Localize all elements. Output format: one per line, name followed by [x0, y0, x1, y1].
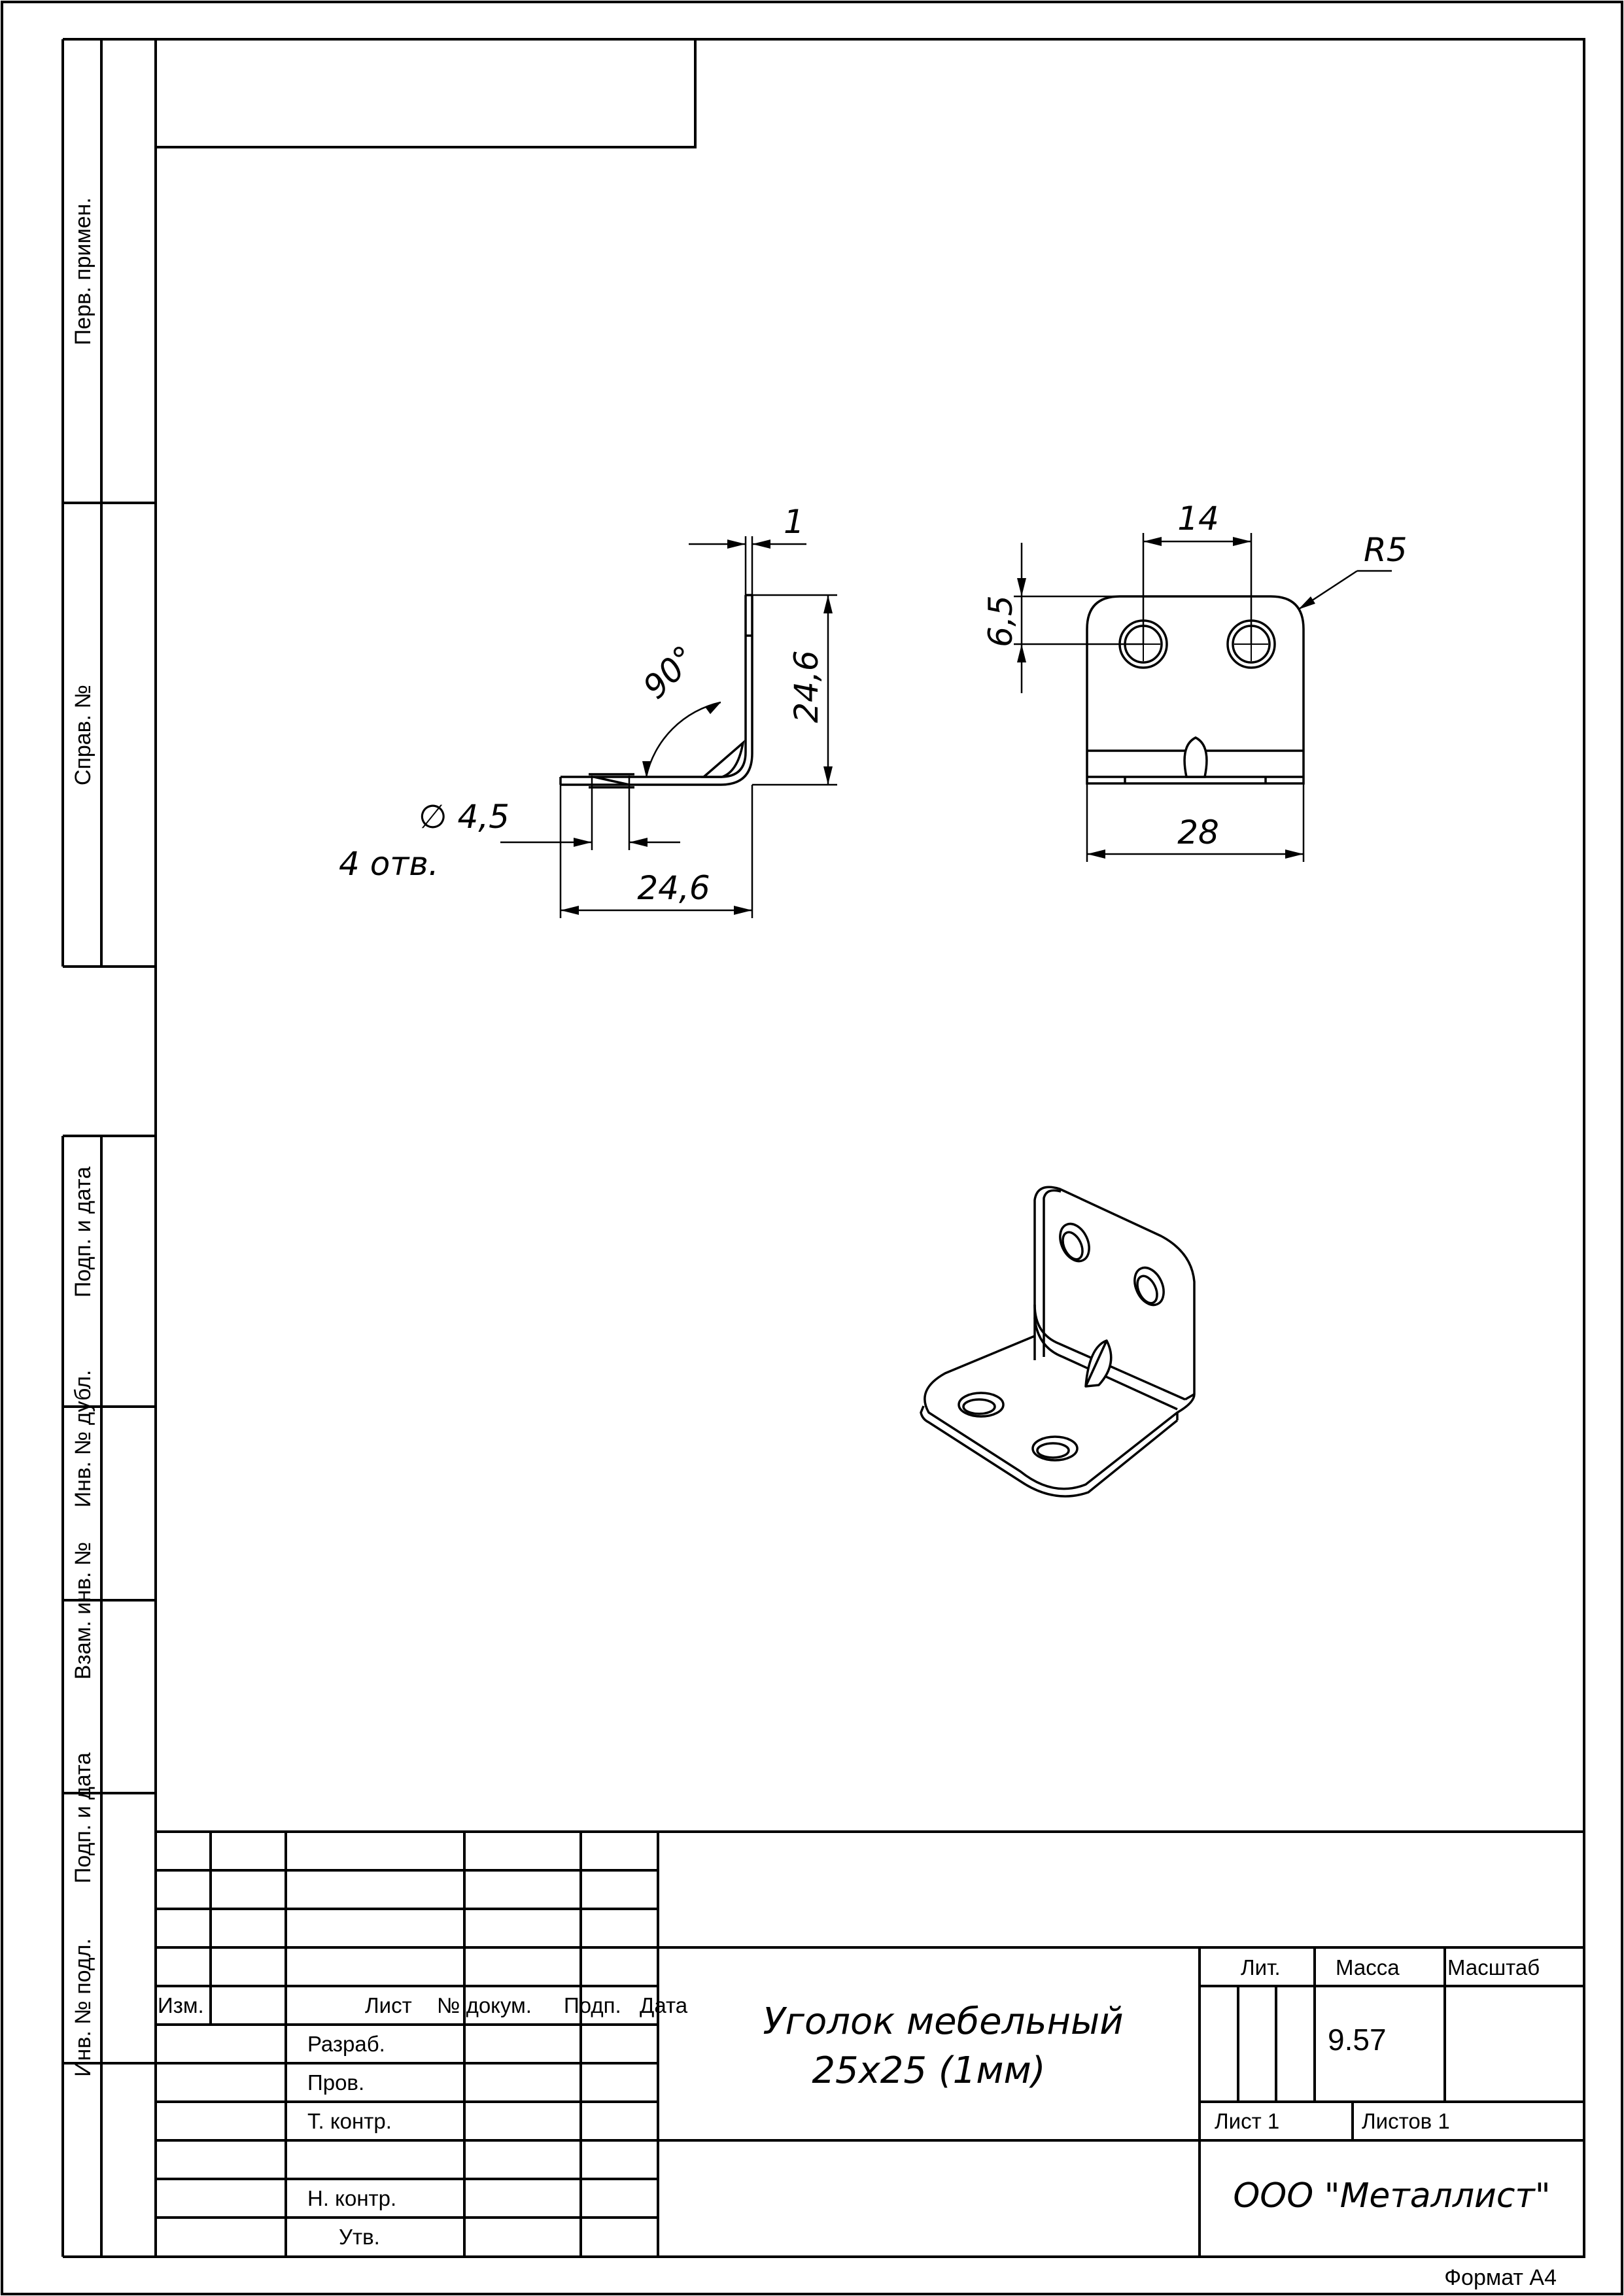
- side-label-inv-no-podl: Инв. № подл.: [71, 1938, 95, 2077]
- side-view-profile: [559, 594, 753, 789]
- tb-sheets-label: Листов 1: [1362, 2109, 1450, 2133]
- front-view-centerlines: [1126, 627, 1268, 661]
- dim-width: 28: [1177, 814, 1219, 851]
- side-view-dimensions: [500, 536, 837, 918]
- dim-hole-count: 4 отв.: [339, 845, 439, 883]
- dim-height-side: 24,6: [787, 650, 825, 723]
- tb-massa-label: Масса: [1336, 1955, 1400, 1979]
- isometric-view: [920, 1186, 1196, 1498]
- front-view-dimensions: [1014, 533, 1392, 862]
- format-label: Формат А4: [1444, 2265, 1557, 2290]
- tb-product-name-line1: Уголок мебельный: [763, 2000, 1123, 2043]
- tb-product-name-line2: 25x25 (1мм): [812, 2049, 1045, 2092]
- side-label-inv-no-dubl: Инв. № дубл.: [71, 1370, 95, 1508]
- tb-masshtab-label: Масштаб: [1447, 1955, 1540, 1979]
- tb-row-prov: Пров.: [307, 2070, 364, 2095]
- dim-thickness: 1: [784, 503, 804, 541]
- side-label-podp-data-2: Подп. и дата: [71, 1753, 95, 1883]
- tb-col-izm: Изм.: [158, 1993, 204, 2017]
- dim-radius: R5: [1364, 531, 1408, 569]
- side-label-sprav-no: Справ. №: [71, 685, 95, 785]
- front-view: [1086, 595, 1305, 785]
- tb-row-t-kontr: Т. контр.: [307, 2109, 392, 2133]
- dim-hole-spacing: 14: [1177, 500, 1219, 538]
- tb-company: ООО "Металлист": [1233, 2176, 1550, 2216]
- tb-col-list: Лист: [365, 1993, 412, 2017]
- side-label-podp-data-1: Подп. и дата: [71, 1167, 95, 1297]
- tb-row-utv: Утв.: [339, 2225, 380, 2249]
- title-block-grid: [156, 1830, 1584, 2257]
- dim-angle: 90°: [636, 638, 704, 706]
- front-view-arrows: [1017, 537, 1315, 859]
- dim-hole-offset: 6,5: [982, 595, 1020, 647]
- dim-hole-diameter: ∅ 4,5: [419, 798, 510, 836]
- tb-col-no-dokum: № докум.: [437, 1993, 532, 2017]
- side-label-perv-primen: Перв. примен.: [71, 197, 95, 345]
- side-view-arrows: [561, 540, 833, 915]
- tb-row-n-kontr: Н. контр.: [307, 2186, 396, 2210]
- dim-length-side: 24,6: [637, 869, 710, 907]
- tb-col-podp: Подп.: [564, 1993, 621, 2017]
- side-label-vzam-inv-no: Взам. инв. №: [71, 1542, 95, 1680]
- side-stamp: [61, 38, 156, 2258]
- tb-lit-label: Лит.: [1241, 1955, 1281, 1979]
- tb-col-data: Дата: [640, 1993, 688, 2017]
- drawing-frame: [154, 38, 1585, 2258]
- tb-row-razrab: Разраб.: [307, 2032, 385, 2056]
- tb-massa-value: 9.57: [1328, 2023, 1387, 2057]
- tb-sheet-label: Лист 1: [1215, 2109, 1279, 2133]
- top-left-box: [156, 39, 697, 148]
